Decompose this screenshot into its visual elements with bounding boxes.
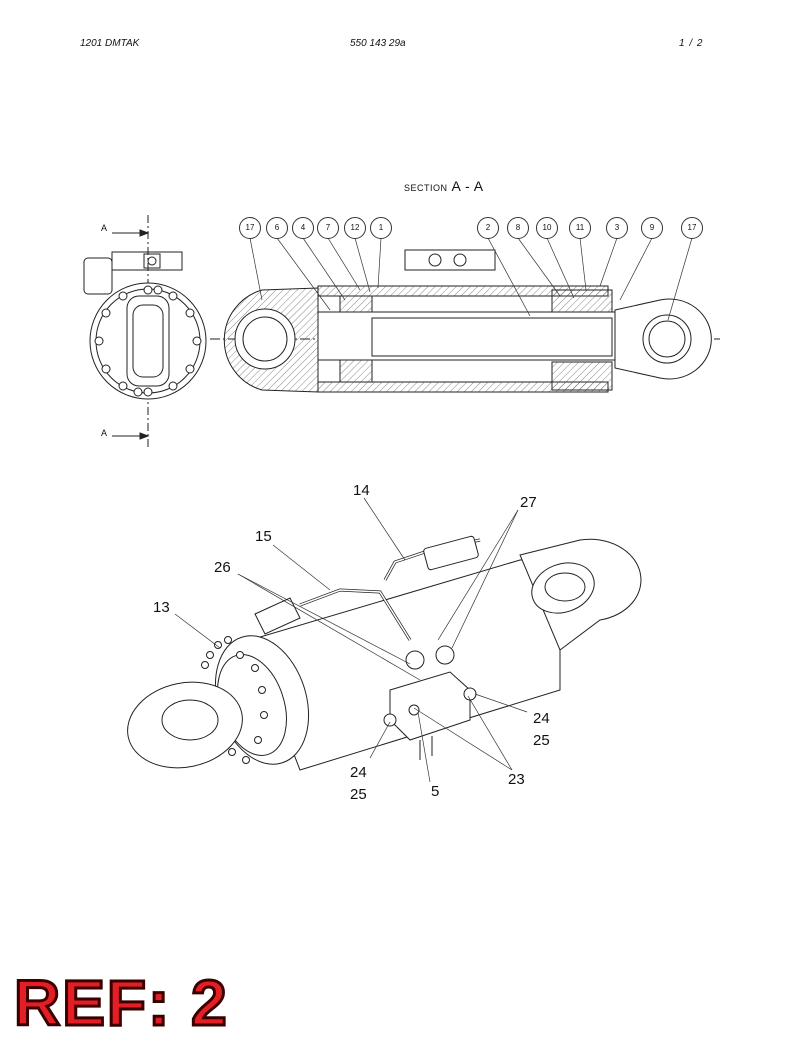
isometric-leaders [174, 497, 528, 783]
side-section [210, 249, 720, 393]
section-marker-bottom: A [101, 428, 108, 438]
callout-6: 6 [266, 217, 288, 239]
callout-17-left: 17 [239, 217, 261, 239]
label-14: 14 [353, 482, 370, 499]
label-26: 26 [214, 559, 231, 576]
callout-8: 8 [507, 217, 529, 239]
leader-lines [249, 237, 693, 321]
label-25-left: 25 [350, 786, 367, 803]
callout-9: 9 [641, 217, 663, 239]
label-15: 15 [255, 528, 272, 545]
header-page-number: 1 / 2 [679, 38, 704, 49]
label-25-right: 25 [533, 732, 550, 749]
callout-1: 1 [370, 217, 392, 239]
header-left: 1201 DMTAK [80, 38, 140, 49]
callout-17-right: 17 [681, 217, 703, 239]
label-24-left: 24 [350, 764, 367, 781]
callout-7: 7 [317, 217, 339, 239]
end-view-bolts [94, 285, 202, 397]
isometric-view [127, 535, 642, 771]
label-24-right: 24 [533, 710, 550, 727]
label-5: 5 [431, 783, 440, 800]
ref-stamp: REF: 2 [13, 966, 229, 1040]
callout-3: 3 [606, 217, 628, 239]
callout-12: 12 [344, 217, 366, 239]
end-view [83, 215, 207, 450]
section-marker-top: A [101, 223, 108, 233]
callout-4: 4 [292, 217, 314, 239]
header-center: 550 143 29a [350, 38, 406, 49]
label-13: 13 [153, 599, 170, 616]
callout-2: 2 [477, 217, 499, 239]
label-27: 27 [520, 494, 537, 511]
label-23: 23 [508, 771, 525, 788]
isometric-bolts [201, 636, 268, 764]
callout-11: 11 [569, 217, 591, 239]
callout-10: 10 [536, 217, 558, 239]
